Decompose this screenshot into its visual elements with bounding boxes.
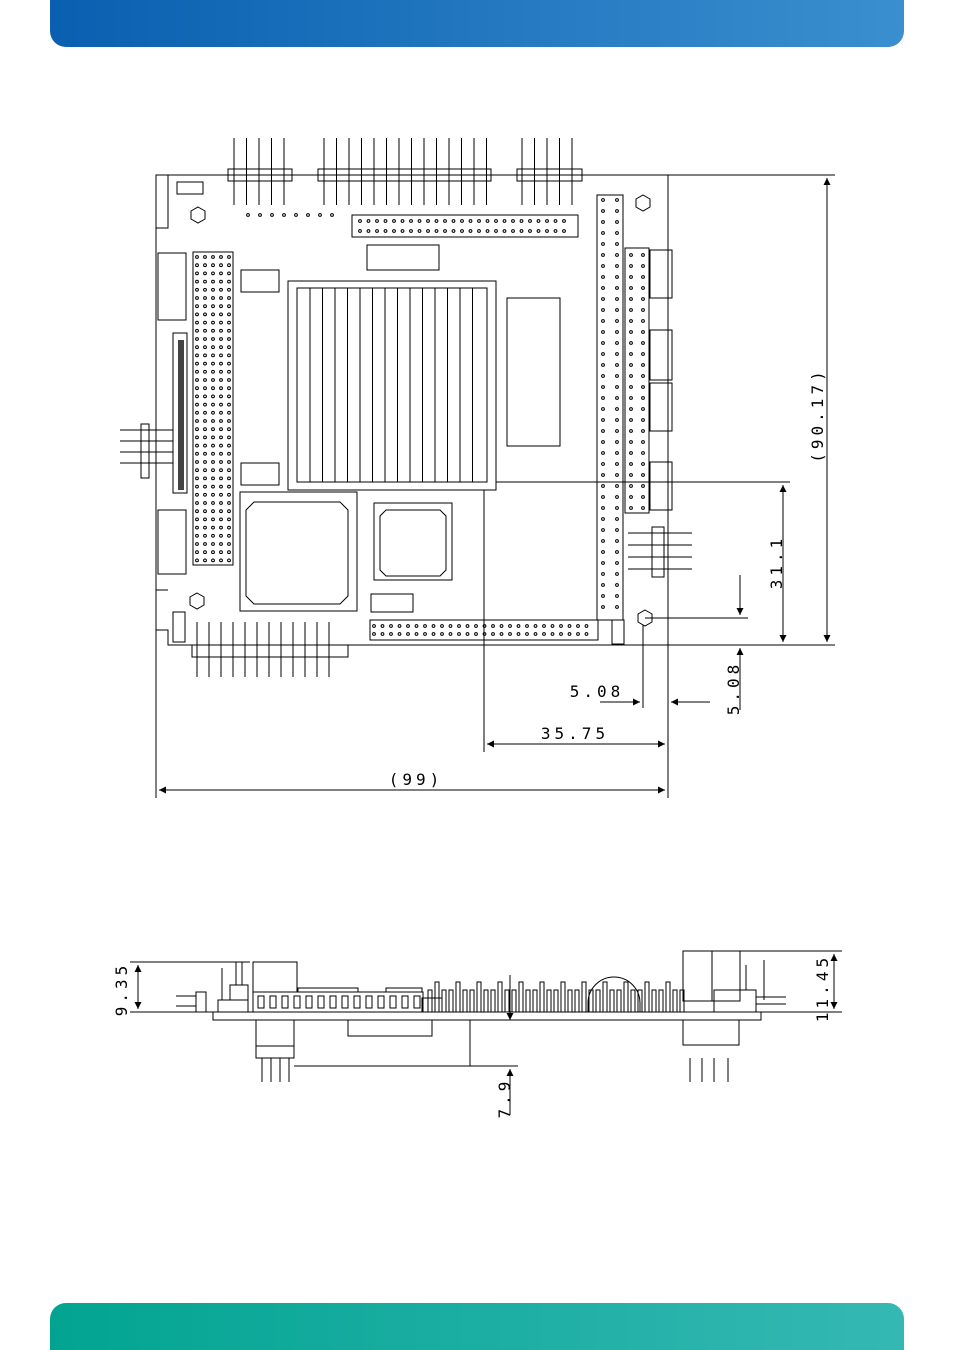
top-view-board: [120, 138, 692, 677]
dim-overall-height: (90.17): [808, 367, 827, 462]
dim-cpu-offset-y: 31.1: [767, 535, 786, 590]
side-view-board: [176, 951, 786, 1082]
side-view-dimension-lines: [130, 951, 842, 1115]
dim-cpu-offset-x: 35.75: [541, 724, 609, 743]
dim-right-height: 11.45: [813, 954, 832, 1022]
dim-overall-width: (99): [389, 770, 444, 789]
dim-hole-offset-x: 5.08: [570, 682, 625, 701]
dim-hole-offset-y: 5.08: [724, 661, 743, 716]
dim-bottom-depth: 7.9: [495, 1078, 514, 1119]
dim-left-height: 9.35: [112, 962, 131, 1017]
